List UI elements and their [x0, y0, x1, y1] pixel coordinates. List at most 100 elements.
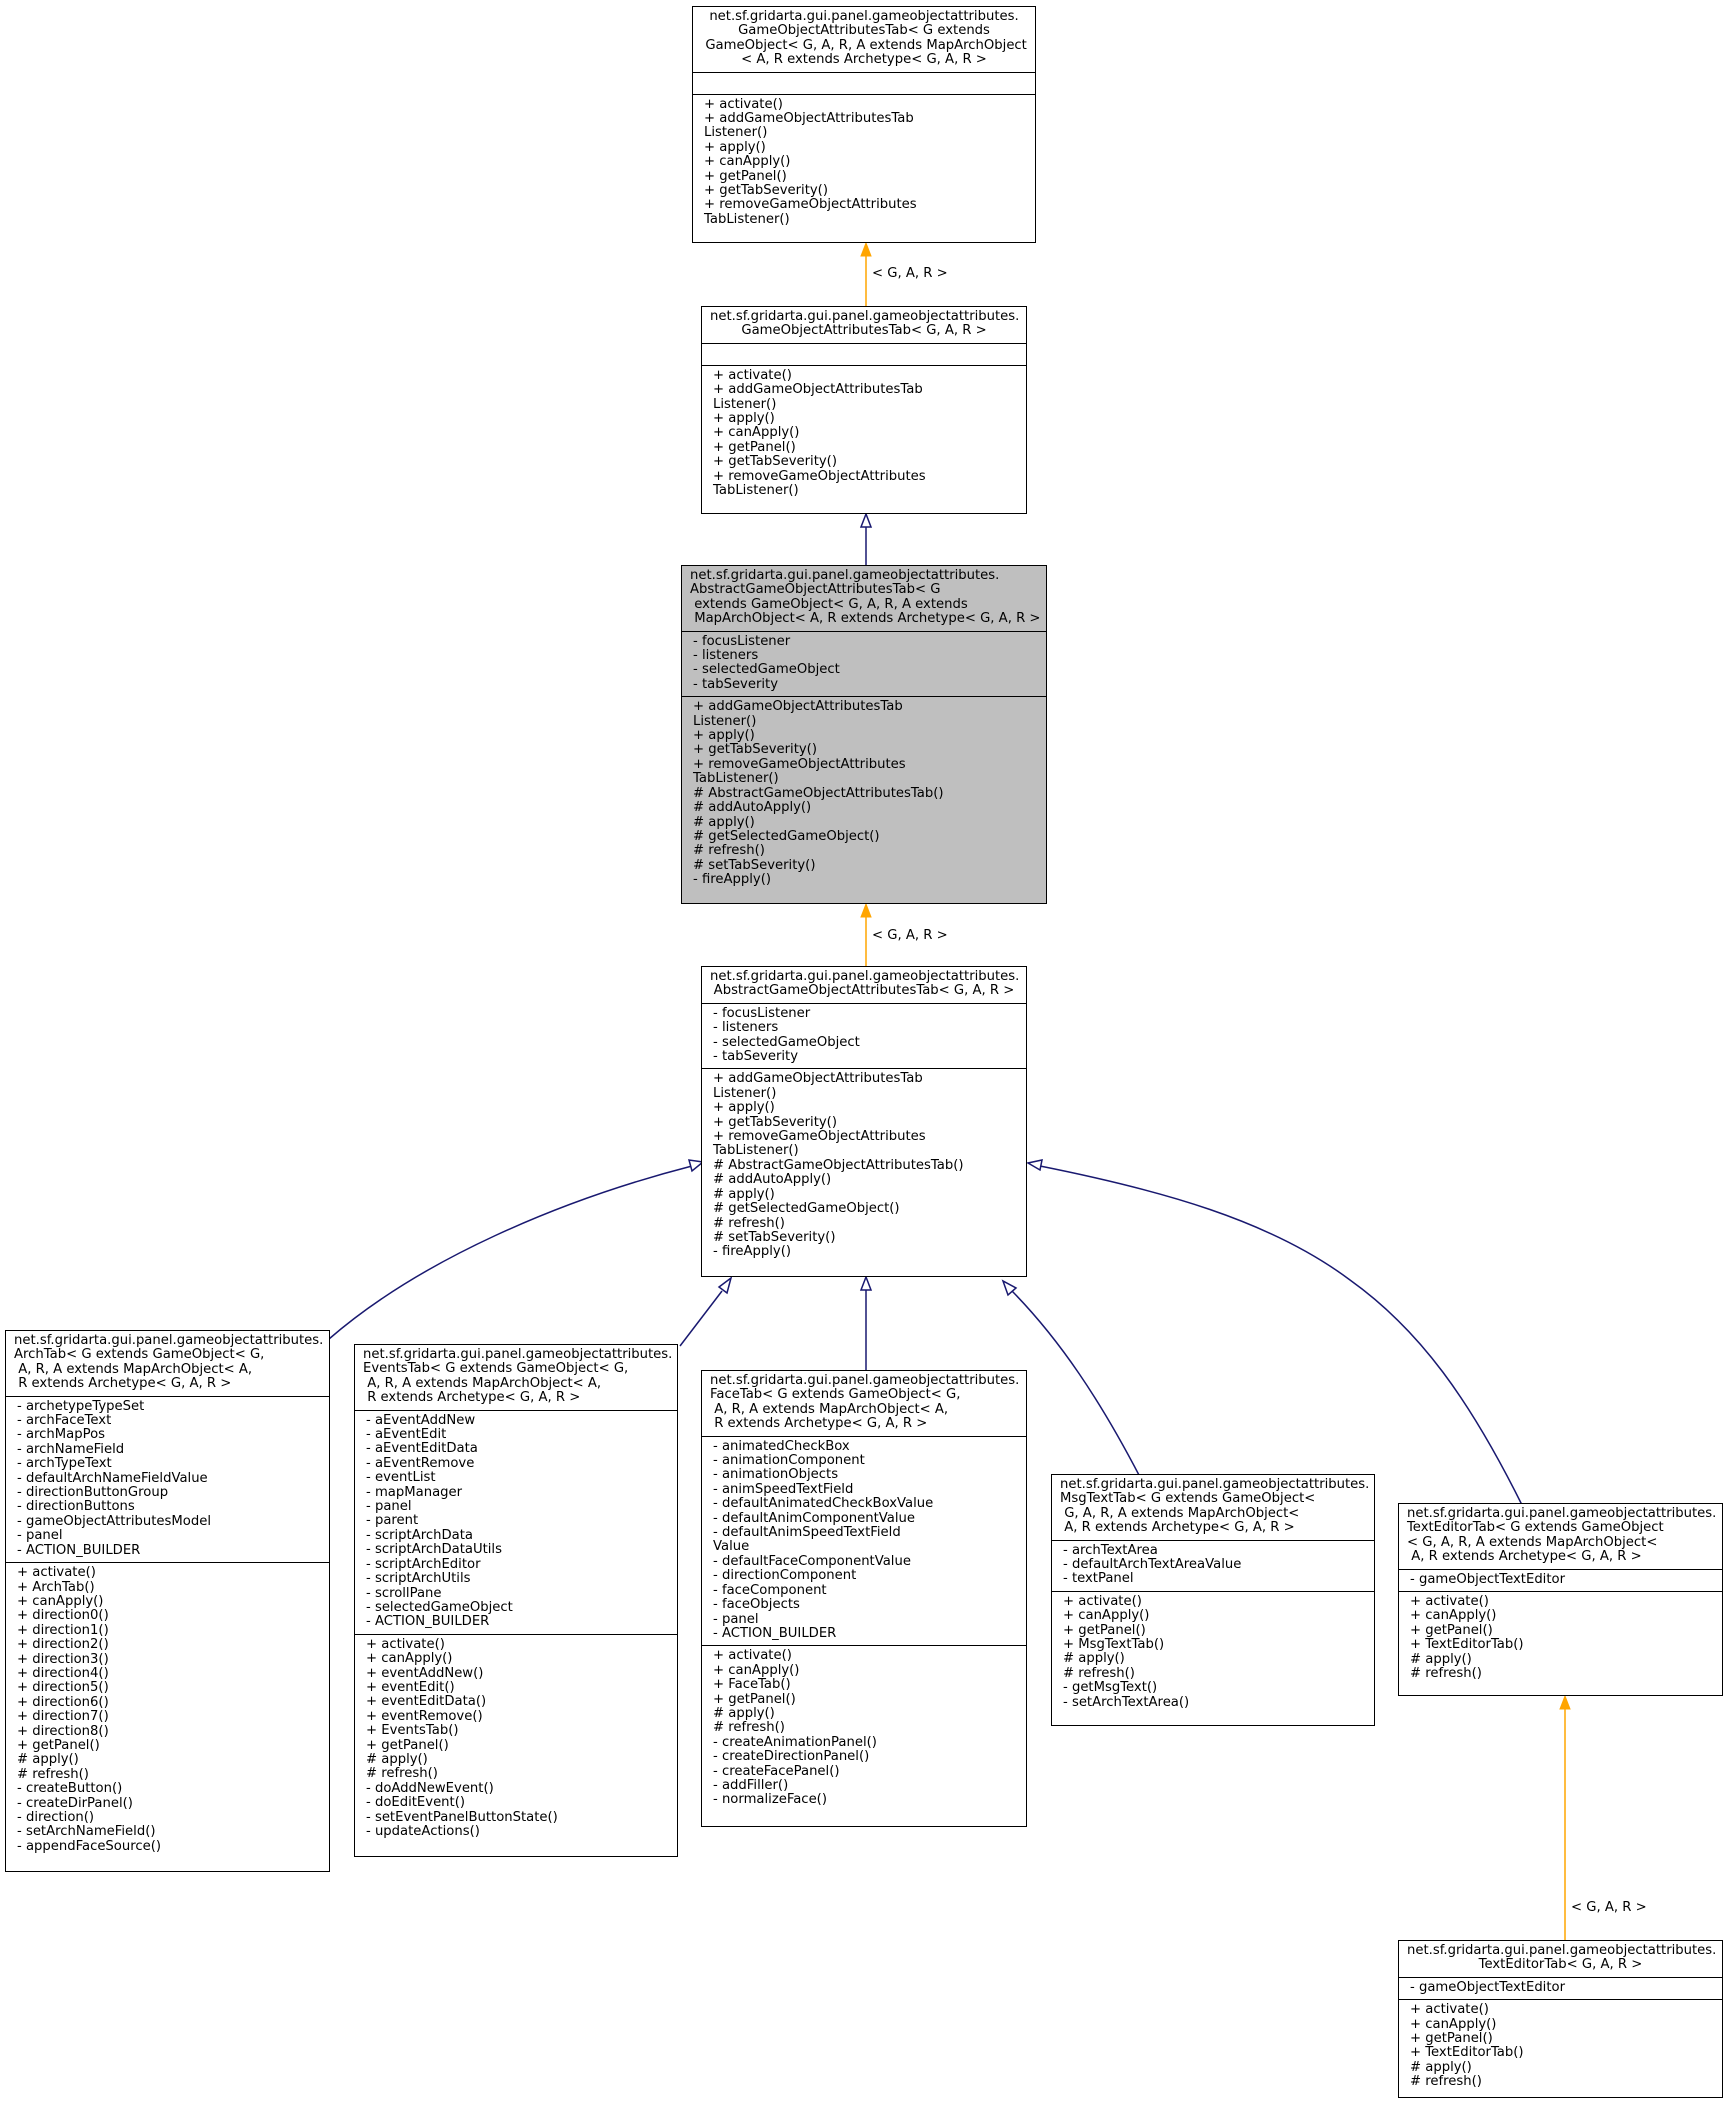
- attribute-line: - archTypeText: [17, 1456, 112, 1472]
- attribute-line: - ACTION_BUILDER: [713, 1625, 837, 1641]
- attribute-line: - archTextArea: [1063, 1542, 1158, 1558]
- method-line: + activate(): [713, 367, 792, 383]
- method-line: # refresh(): [693, 843, 765, 859]
- class-node-gameobject-attributes-tab-generic[interactable]: net.sf.gridarta.gui.panel.gameobjectattr…: [692, 6, 1036, 243]
- attribute-line: - archetypeTypeSet: [17, 1398, 145, 1414]
- method-line: # AbstractGameObjectAttributesTab(): [693, 785, 944, 801]
- method-line: - normalizeFace(): [713, 1792, 827, 1808]
- method-line: + direction5(): [17, 1680, 109, 1696]
- method-line: # setTabSeverity(): [713, 1229, 836, 1245]
- hollow-arrowhead-icon: [717, 1276, 733, 1295]
- attribute-line: - tabSeverity: [713, 1049, 799, 1065]
- filled-arrowhead-icon: [860, 241, 872, 257]
- class-node-text-editor-tab-generic[interactable]: net.sf.gridarta.gui.panel.gameobjectattr…: [1398, 1503, 1723, 1696]
- method-line: + apply(): [713, 411, 775, 427]
- method-line: # apply(): [693, 814, 755, 830]
- class-node-abstract-tab[interactable]: net.sf.gridarta.gui.panel.gameobjectattr…: [701, 966, 1027, 1277]
- attributes-section: [693, 71, 1035, 94]
- method-line: + direction4(): [17, 1665, 109, 1681]
- methods-section: + activate()+ canApply()+ getPanel()+ Te…: [1399, 1591, 1722, 1695]
- class-title: net.sf.gridarta.gui.panel.gameobjectattr…: [1407, 1943, 1717, 1973]
- attributes-section: - gameObjectTextEditor: [1399, 1568, 1722, 1591]
- attribute-line: - scrollPane: [366, 1585, 442, 1601]
- attribute-line: - defaultArchTextAreaValue: [1063, 1557, 1242, 1573]
- method-line: + direction8(): [17, 1723, 109, 1739]
- method-line: + activate(): [713, 1648, 792, 1664]
- class-node-events-tab[interactable]: net.sf.gridarta.gui.panel.gameobjectattr…: [354, 1344, 678, 1857]
- attribute-line: - selectedGameObject: [713, 1034, 860, 1050]
- class-title: net.sf.gridarta.gui.panel.gameobjectattr…: [1407, 1506, 1717, 1565]
- attribute-line: - selectedGameObject: [693, 662, 840, 678]
- method-line: + eventEditData(): [366, 1694, 487, 1710]
- class-title: net.sf.gridarta.gui.panel.gameobjectattr…: [705, 9, 1027, 68]
- method-line: + canApply(): [713, 425, 800, 441]
- method-line: + direction3(): [17, 1651, 109, 1667]
- method-line: # setTabSeverity(): [693, 857, 816, 873]
- method-line: # apply(): [1410, 2059, 1472, 2075]
- method-line: + activate(): [704, 96, 783, 112]
- method-line: + addGameObjectAttributesTab: [713, 1071, 923, 1087]
- attribute-line: - scriptArchDataUtils: [366, 1542, 502, 1558]
- attributes-section: - focusListener- listeners- selectedGame…: [702, 1002, 1026, 1069]
- class-node-abstract-tab-generic[interactable]: net.sf.gridarta.gui.panel.gameobjectattr…: [681, 565, 1047, 904]
- edge-realization-top: [860, 241, 872, 306]
- method-line: + TextEditorTab(): [1410, 1637, 1524, 1653]
- method-line: + canApply(): [17, 1593, 104, 1609]
- method-line: - createButton(): [17, 1781, 123, 1797]
- method-line: # apply(): [1063, 1651, 1125, 1667]
- method-line: + eventAddNew(): [366, 1665, 484, 1681]
- attribute-line: - archMapPos: [17, 1427, 106, 1443]
- attribute-line: - listeners: [713, 1020, 779, 1036]
- edge-inheritance-facetab: [859, 1274, 873, 1370]
- attribute-line: - faceObjects: [713, 1597, 800, 1613]
- method-line: + getPanel(): [1063, 1622, 1146, 1638]
- class-node-face-tab[interactable]: net.sf.gridarta.gui.panel.gameobjectattr…: [701, 1370, 1027, 1827]
- method-line: TabListener(): [704, 211, 790, 227]
- method-line: + canApply(): [366, 1651, 453, 1667]
- method-line: + addGameObjectAttributesTab: [704, 111, 914, 127]
- attribute-line: - aEventEdit: [366, 1427, 447, 1443]
- attribute-line: - mapManager: [366, 1484, 463, 1500]
- attribute-line: - textPanel: [1063, 1571, 1134, 1587]
- attribute-line: Value: [713, 1539, 750, 1555]
- methods-section: + activate()+ canApply()+ FaceTab()+ get…: [702, 1645, 1026, 1826]
- attribute-line: - aEventAddNew: [366, 1412, 476, 1428]
- method-line: + canApply(): [1410, 1608, 1497, 1624]
- method-line: # refresh(): [713, 1720, 785, 1736]
- attribute-line: - panel: [17, 1528, 63, 1544]
- class-title: net.sf.gridarta.gui.panel.gameobjectattr…: [710, 969, 1020, 999]
- method-line: # refresh(): [1410, 2074, 1482, 2090]
- edge-inheritance-abstract-to-tab: [859, 511, 873, 565]
- method-line: - setArchTextArea(): [1063, 1694, 1190, 1710]
- methods-section: + activate()+ addGameObjectAttributesTab…: [693, 93, 1035, 242]
- attribute-line: - ACTION_BUILDER: [366, 1614, 490, 1630]
- method-line: + getPanel(): [704, 168, 787, 184]
- attribute-line: - defaultAnimComponentValue: [713, 1510, 916, 1526]
- attribute-line: - parent: [366, 1513, 419, 1529]
- class-node-text-editor-tab[interactable]: net.sf.gridarta.gui.panel.gameobjectattr…: [1398, 1940, 1723, 2098]
- method-line: + getPanel(): [713, 1691, 796, 1707]
- method-line: # addAutoApply(): [693, 800, 812, 816]
- method-line: - createFacePanel(): [713, 1763, 840, 1779]
- method-line: TabListener(): [713, 1143, 799, 1159]
- method-line: # getSelectedGameObject(): [713, 1201, 900, 1217]
- method-line: - addFiller(): [713, 1777, 789, 1793]
- class-node-gameobject-attributes-tab[interactable]: net.sf.gridarta.gui.panel.gameobjectattr…: [701, 306, 1027, 514]
- class-node-arch-tab[interactable]: net.sf.gridarta.gui.panel.gameobjectattr…: [5, 1330, 330, 1872]
- method-line: + getPanel(): [713, 439, 796, 455]
- attribute-line: - aEventEditData: [366, 1441, 478, 1457]
- class-title: net.sf.gridarta.gui.panel.gameobjectattr…: [1060, 1477, 1370, 1536]
- method-line: + EventsTab(): [366, 1723, 459, 1739]
- class-node-msg-text-tab[interactable]: net.sf.gridarta.gui.panel.gameobjectattr…: [1051, 1474, 1375, 1726]
- method-line: # apply(): [713, 1186, 775, 1202]
- hollow-arrowhead-icon: [859, 1274, 873, 1291]
- attribute-line: - tabSeverity: [693, 676, 779, 692]
- method-line: # AbstractGameObjectAttributesTab(): [713, 1157, 964, 1173]
- method-line: + apply(): [704, 139, 766, 155]
- attribute-line: - defaultAnimatedCheckBoxValue: [713, 1496, 934, 1512]
- methods-section: + activate()+ canApply()+ eventAddNew()+…: [355, 1633, 677, 1856]
- method-line: # addAutoApply(): [713, 1172, 832, 1188]
- method-line: # refresh(): [1410, 1666, 1482, 1682]
- method-line: # refresh(): [713, 1215, 785, 1231]
